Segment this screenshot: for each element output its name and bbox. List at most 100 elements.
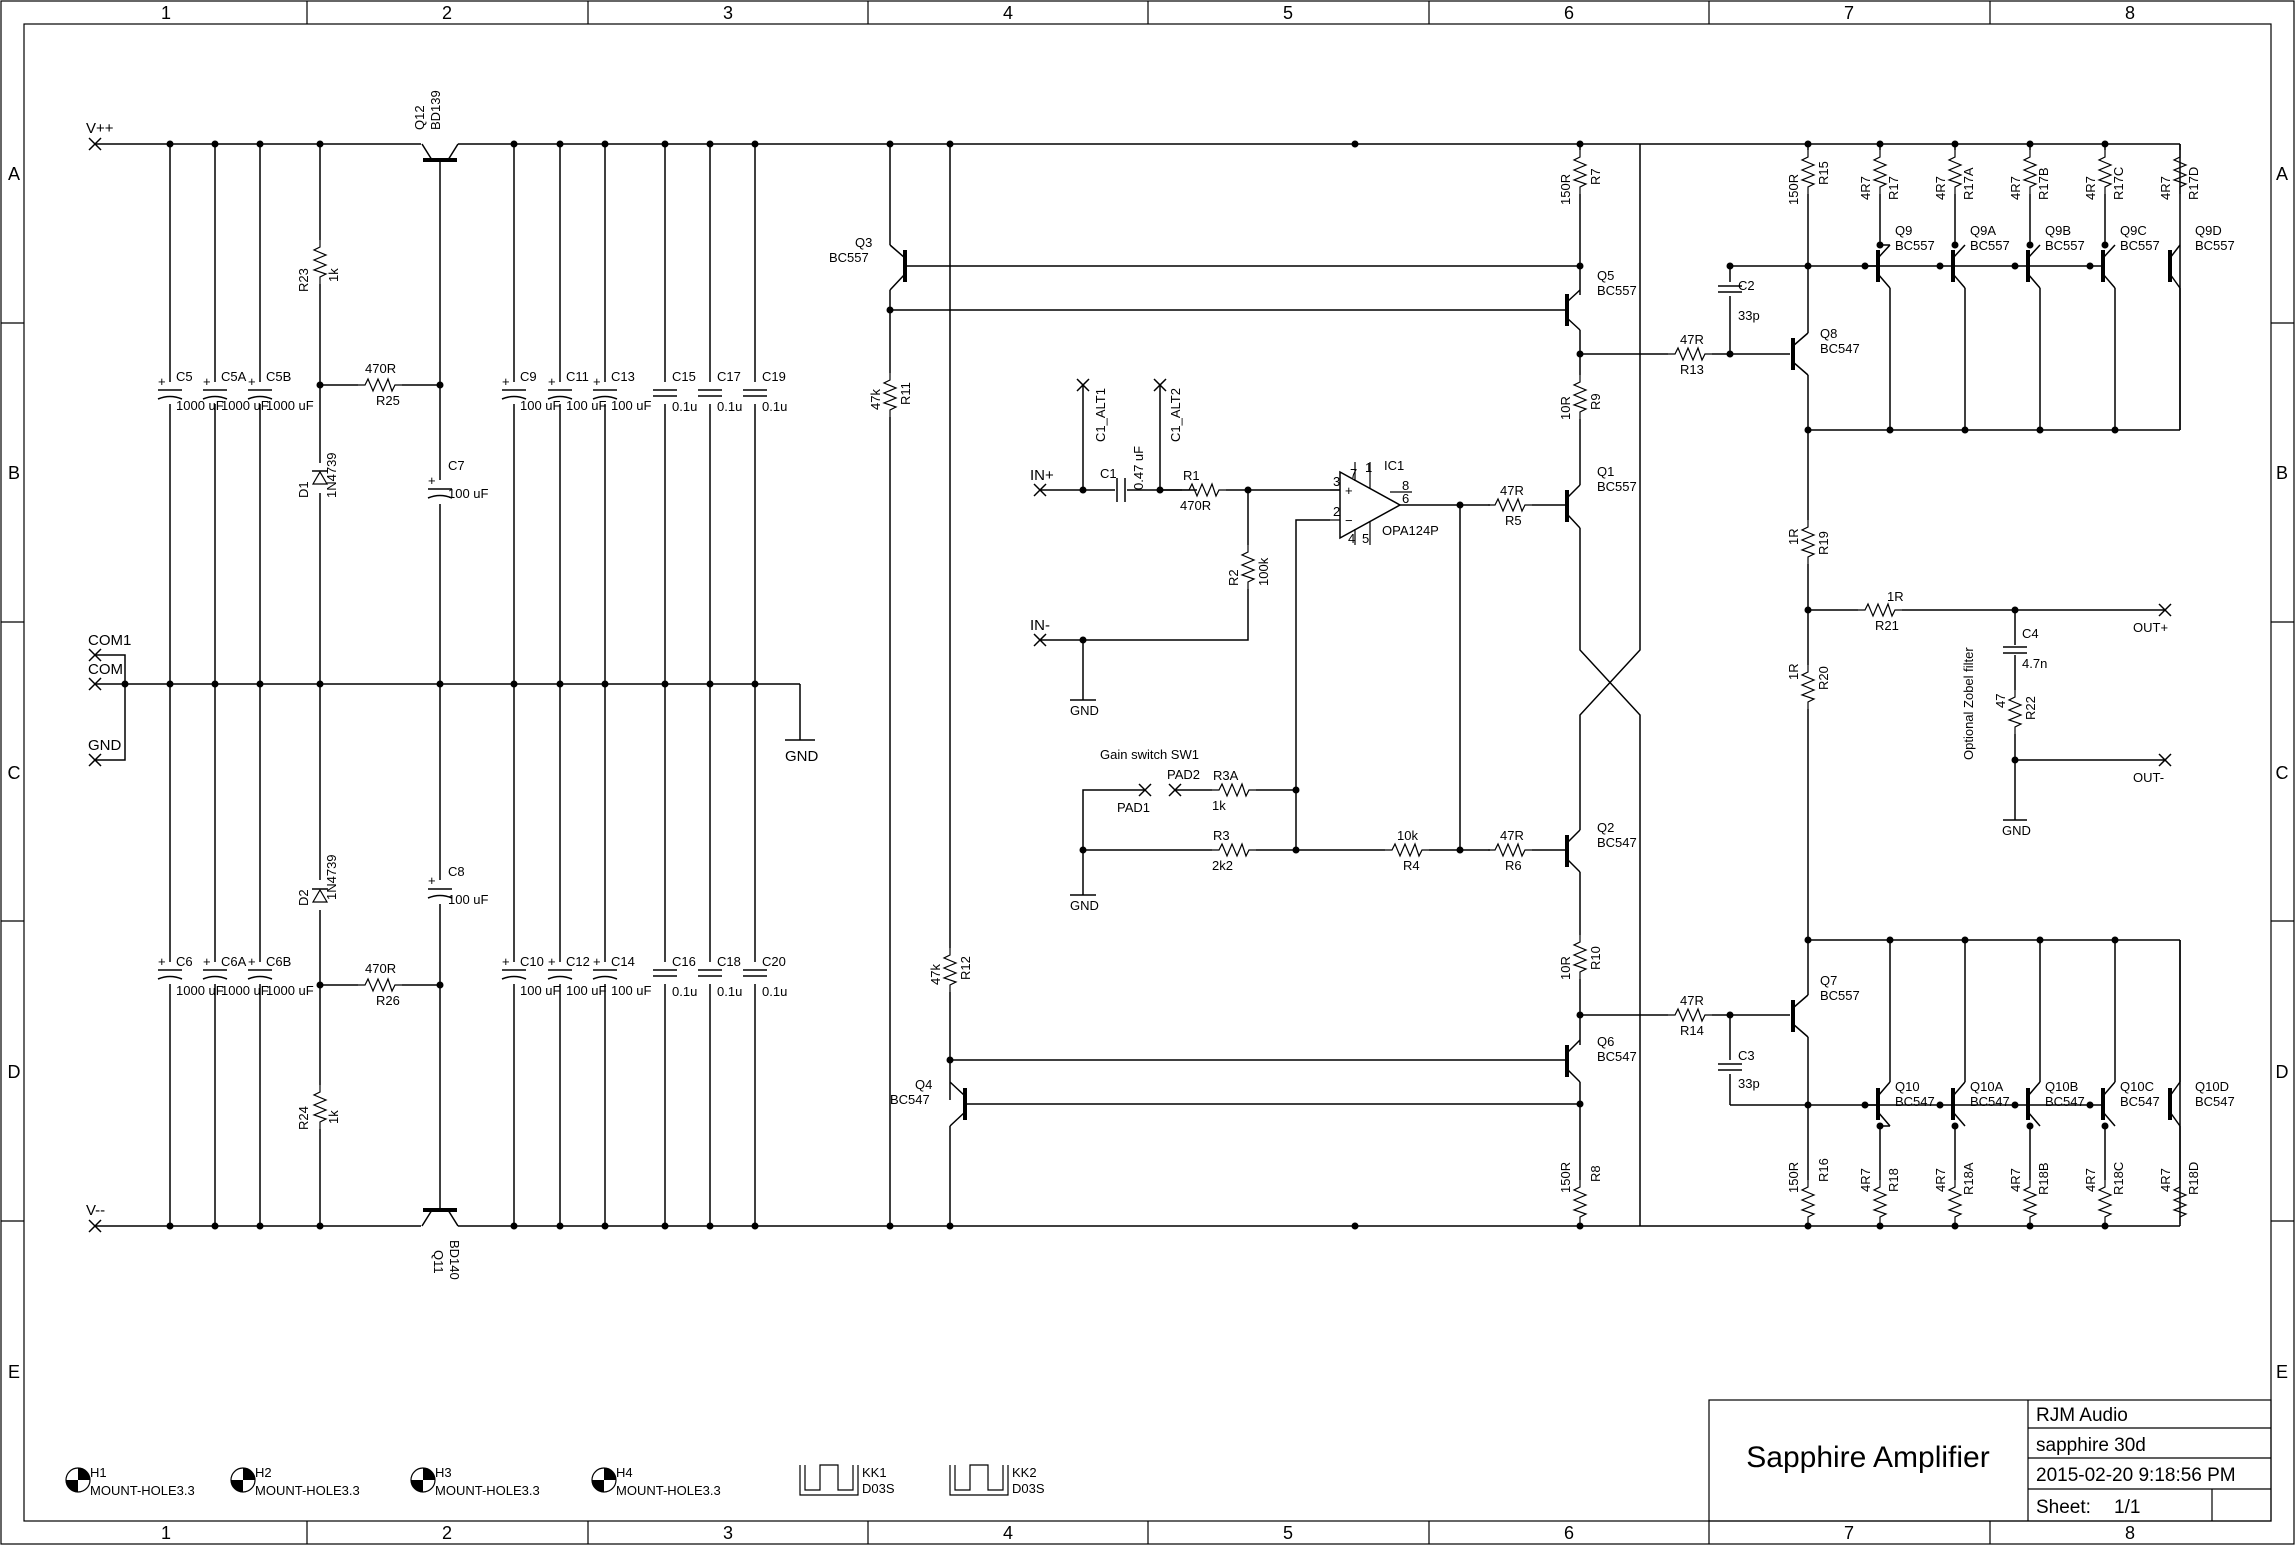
timestamp: 2015-02-20 9:18:56 PM <box>2036 1465 2236 1486</box>
r18a-value: 4R7 <box>1933 1168 1948 1192</box>
resistor-r4 <box>1384 843 1430 857</box>
h2-type: MOUNT-HOLE3.3 <box>255 1483 360 1498</box>
com1-label: COM1 <box>88 632 131 649</box>
power-supply: V++ V-- COM1 COM GND GND C5 1000 uF C5A … <box>86 90 2180 1280</box>
r11-label: R11 <box>898 382 913 405</box>
r17c-value: 4R7 <box>2083 176 2098 200</box>
pad2-label: PAD2 <box>1167 767 1200 782</box>
schematic-title: Sapphire Amplifier <box>1746 1441 1989 1474</box>
r14-value: 47R <box>1680 993 1704 1008</box>
cap-label: C6B <box>266 954 291 969</box>
cap-value: 0.1u <box>762 984 787 999</box>
q10a-label: Q10A <box>1970 1079 2004 1094</box>
c7-value: 100 uF <box>448 486 489 501</box>
pad1-label: PAD1 <box>1117 800 1150 815</box>
output-stage-top <box>1861 144 2187 434</box>
r3-label: R3 <box>1213 828 1230 843</box>
transistor-q11 <box>421 1208 459 1227</box>
r20-value: 1R <box>1786 663 1801 680</box>
cap-label: C11 <box>566 369 589 384</box>
cap-value: 100 uF <box>520 983 561 998</box>
cap-label: C5 <box>176 369 193 384</box>
q9c-label: Q9C <box>2120 223 2147 238</box>
q1-type: BC557 <box>1597 479 1637 494</box>
cap-label: C10 <box>520 954 544 969</box>
output-stage-bottom-labels: Q10 BC547 Q10A BC547 Q10B BC547 Q10C BC5… <box>1858 1079 2235 1195</box>
r15-value: 150R <box>1786 174 1801 205</box>
cap-label: C6A <box>221 954 247 969</box>
resistor-r15 <box>1801 149 1815 195</box>
svg-text:4: 4 <box>1348 531 1355 546</box>
resistor-r9 <box>1573 374 1587 420</box>
q10-label: Q10 <box>1895 1079 1920 1094</box>
r17d-value: 4R7 <box>2158 176 2173 200</box>
cap-label: C12 <box>566 954 590 969</box>
r17a-label: R17A <box>1961 167 1976 200</box>
out-minus-label: OUT- <box>2133 770 2164 785</box>
zener-d1 <box>311 470 329 485</box>
r3-value: 2k2 <box>1212 858 1233 873</box>
r12-value: 47k <box>928 964 943 985</box>
amplifier: IN+ IN- C1 0.47 uF C1_ALT1 C1_ALT2 R1 47… <box>829 144 2235 1226</box>
r12-label: R12 <box>958 956 973 980</box>
gain-switch-label: Gain switch SW1 <box>1100 747 1199 762</box>
com-label: COM <box>88 661 123 678</box>
title-block <box>1708 1399 2272 1522</box>
col-label: 5 <box>1283 3 1293 23</box>
opamp-ic1[interactable]: + − <box>1330 462 1412 545</box>
cap-label: C15 <box>672 369 696 384</box>
r3a-label: R3A <box>1213 768 1239 783</box>
transistor-q1 <box>1565 484 1581 529</box>
q2-label: Q2 <box>1597 820 1614 835</box>
c3-value: 33p <box>1738 1076 1760 1091</box>
r18-value: 4R7 <box>1858 1168 1873 1192</box>
q12-label: Q12 <box>412 105 427 130</box>
ic1-label: IC1 <box>1384 458 1404 473</box>
svg-text:2: 2 <box>1333 504 1340 519</box>
r23-label: R23 <box>296 268 311 292</box>
ic1-type: OPA124P <box>1382 523 1439 538</box>
cap-value: 1000 uF <box>176 983 224 998</box>
gnd-label: GND <box>1070 703 1099 718</box>
q10b-type: BC547 <box>2045 1094 2085 1109</box>
h2-label: H2 <box>255 1465 272 1480</box>
q11-label: Q11 <box>431 1250 446 1274</box>
q9-label: Q9 <box>1895 223 1912 238</box>
kk2-type: D03S <box>1012 1481 1045 1496</box>
q9b-label: Q9B <box>2045 223 2071 238</box>
zobel-note: Optional Zobel filter <box>1961 647 1976 760</box>
r8-label: R8 <box>1588 1165 1603 1182</box>
cap-label: C9 <box>520 369 537 384</box>
r26-label: R26 <box>376 993 400 1008</box>
r13-value: 47R <box>1680 332 1704 347</box>
cap-value: 0.1u <box>717 399 742 414</box>
cap-value: 0.1u <box>762 399 787 414</box>
r8-value: 150R <box>1558 1162 1573 1193</box>
resistor-r6 <box>1487 843 1533 857</box>
col-label: 2 <box>442 1523 452 1543</box>
r9-label: R9 <box>1588 393 1603 410</box>
cap-value: 100 uF <box>566 983 607 998</box>
cap-label: C6 <box>176 954 193 969</box>
c3-label: C3 <box>1738 1048 1755 1063</box>
r18b-value: 4R7 <box>2008 1168 2023 1192</box>
c2-value: 33p <box>1738 308 1760 323</box>
resistor-r22 <box>2008 689 2022 735</box>
r22-value: 47 <box>1993 694 2008 708</box>
h3-label: H3 <box>435 1465 452 1480</box>
company-name: RJM Audio <box>2036 1405 2128 1426</box>
q6-label: Q6 <box>1597 1034 1614 1049</box>
r16-value: 150R <box>1786 1162 1801 1193</box>
transistor-q6 <box>1565 1039 1581 1083</box>
r18d-label: R18D <box>2186 1162 2201 1195</box>
transistor-q2 <box>1565 829 1581 873</box>
r6-label: R6 <box>1505 858 1522 873</box>
resistor-r5 <box>1487 498 1533 512</box>
r13-label: R13 <box>1680 362 1704 377</box>
c1-label: C1 <box>1100 466 1117 481</box>
c1-value: 0.47 uF <box>1131 446 1146 490</box>
h3-type: MOUNT-HOLE3.3 <box>435 1483 540 1498</box>
in-minus-label: IN- <box>1030 617 1050 634</box>
col-label: 7 <box>1844 3 1854 23</box>
